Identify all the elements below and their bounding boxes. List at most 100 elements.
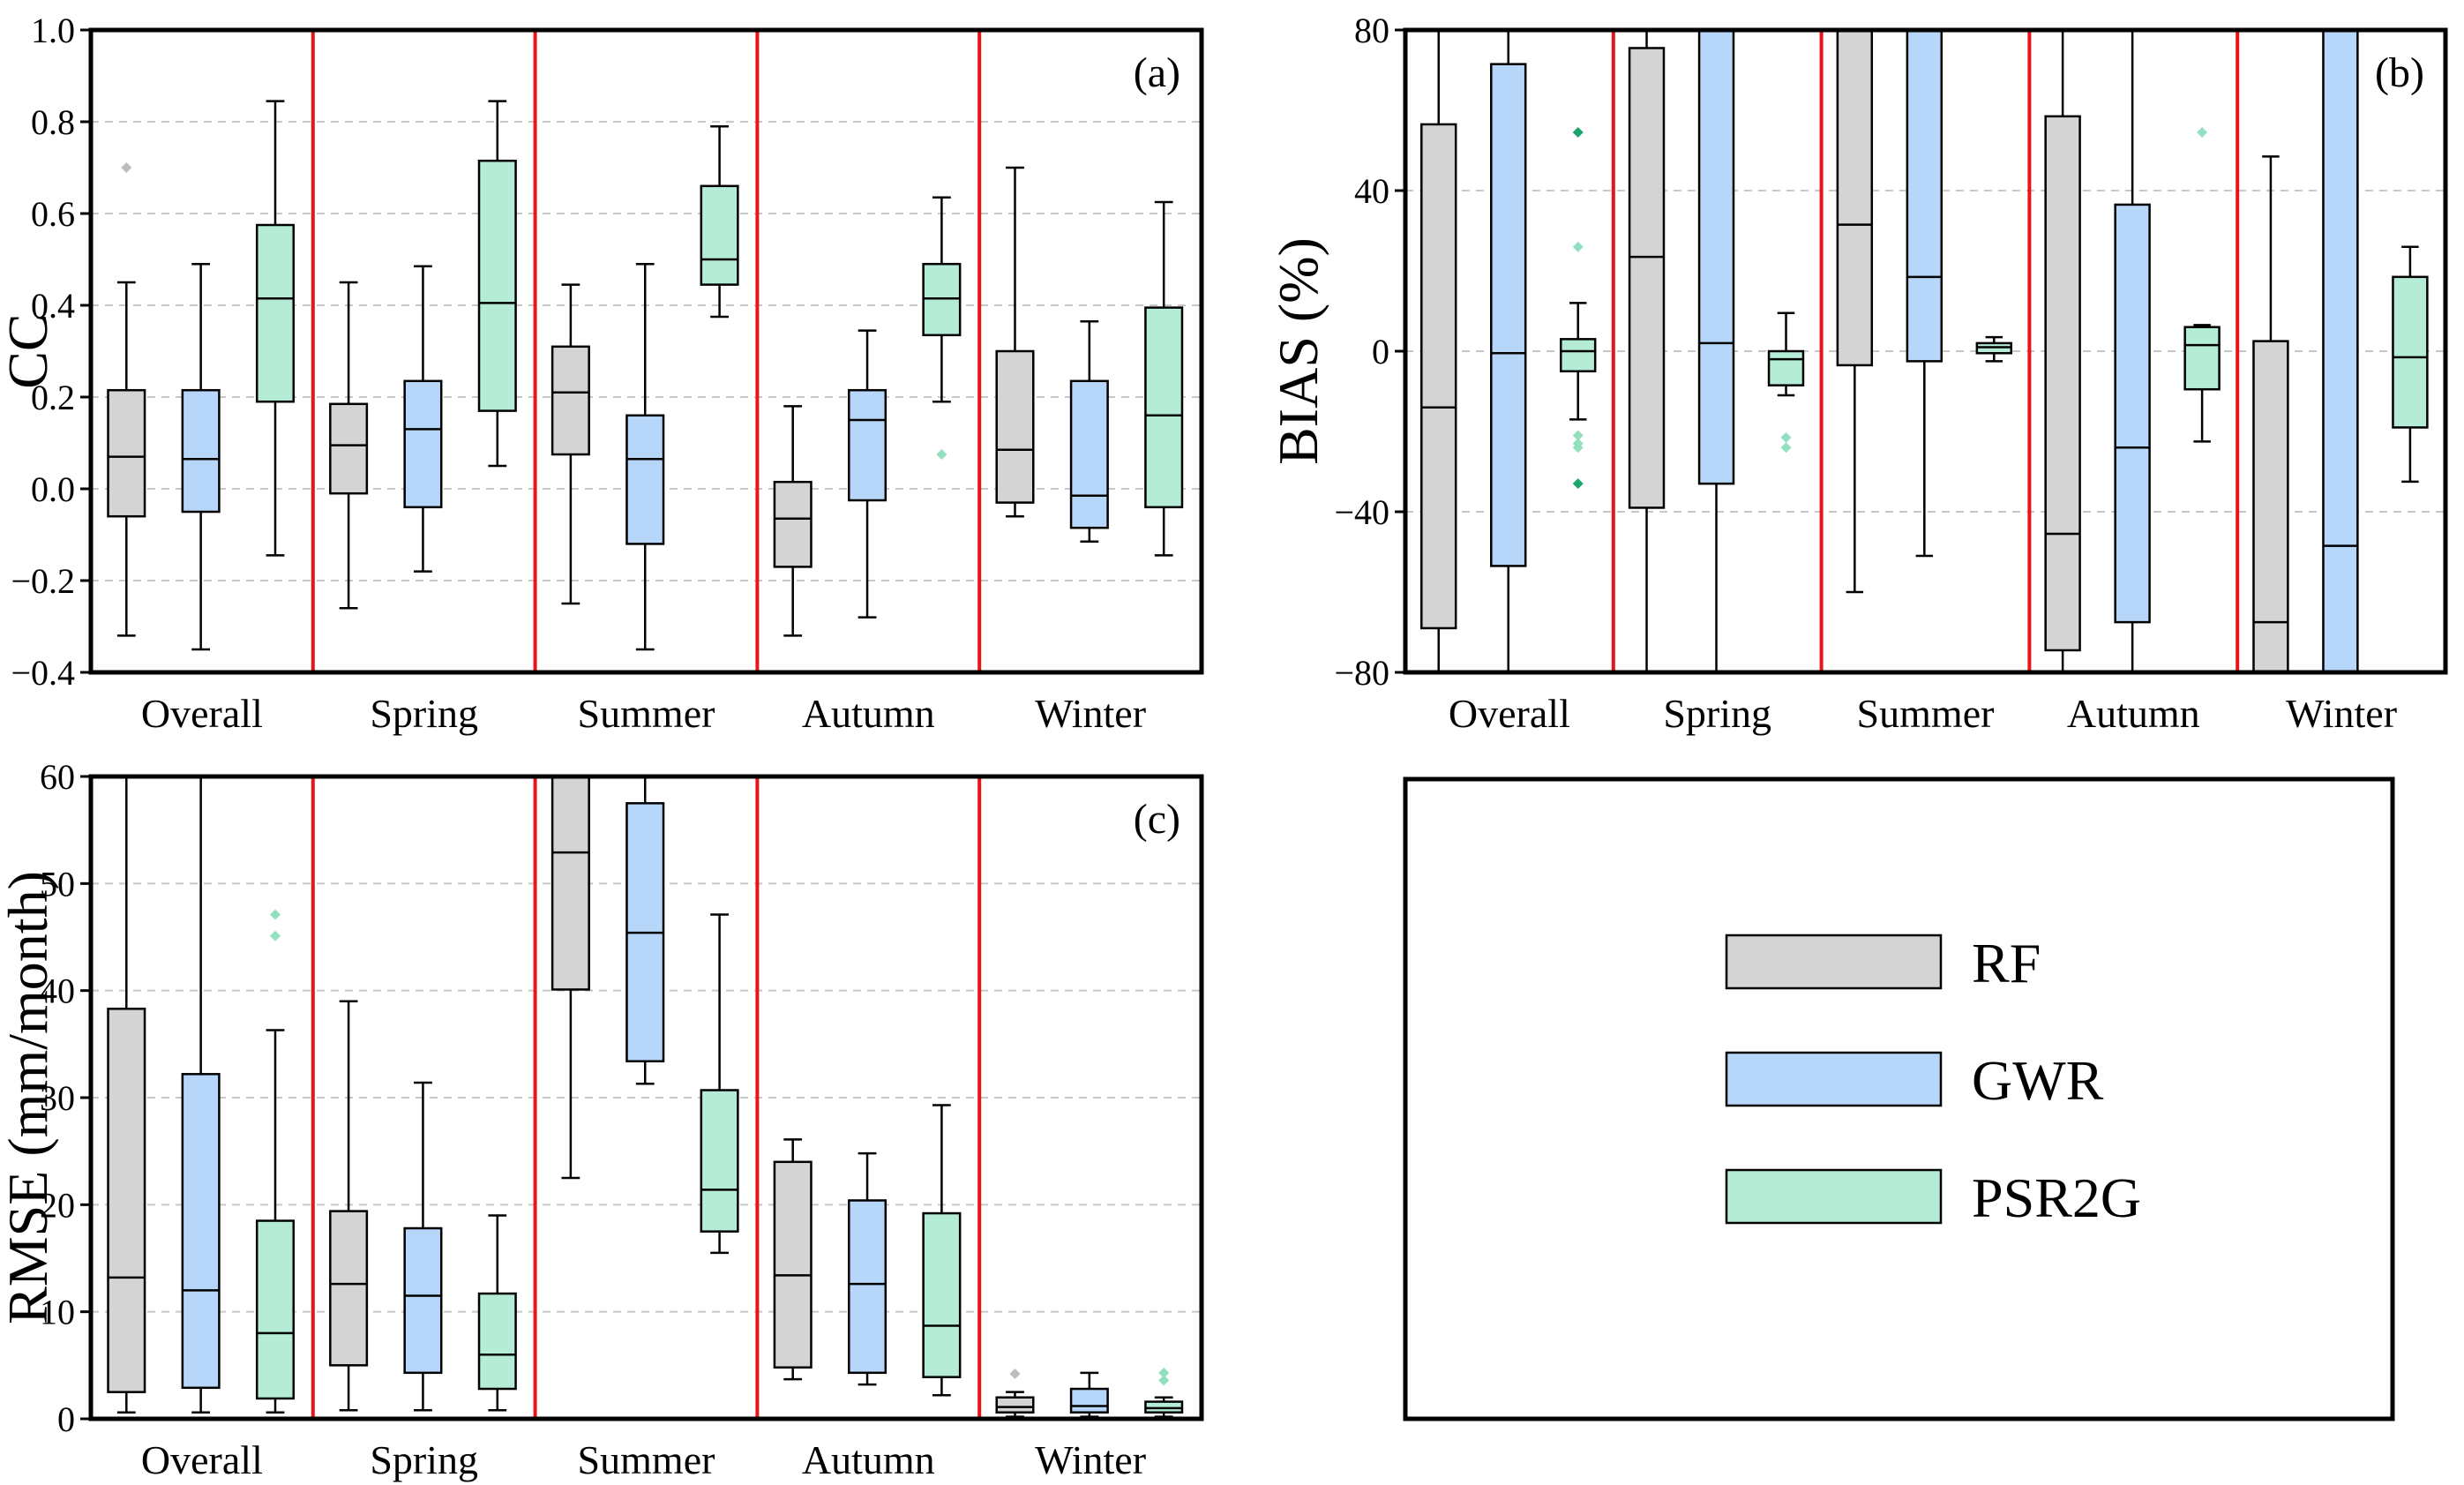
y-tick-label: 10 [40, 1293, 75, 1332]
x-category-label: Winter [1035, 691, 1146, 736]
x-category-label: Autumn [2067, 691, 2200, 736]
box-rf-spring [1628, 47, 1666, 509]
outlier-psr2g-overall [1572, 442, 1584, 454]
x-category-label: Overall [141, 691, 263, 736]
outlier-psr2g-overall [1572, 478, 1584, 490]
box-gwr-overall [181, 388, 221, 514]
x-category-label: Spring [370, 1437, 478, 1482]
box-gwr-spring [1697, 28, 1735, 485]
y-tick-label: 40 [1354, 171, 1389, 211]
box-rf-autumn [773, 1160, 813, 1369]
y-tick-label: 0.6 [31, 194, 75, 234]
box-rf-spring [329, 1210, 369, 1367]
x-category-label: Winter [1035, 1437, 1146, 1482]
x-category-label: Overall [1449, 691, 1570, 736]
y-axis-label: RMSE (mm/month) [0, 871, 59, 1324]
box-psr2g-autumn [2183, 326, 2221, 391]
box-rf-winter [995, 349, 1035, 504]
y-tick-label: 0.2 [31, 378, 75, 417]
y-tick-label: 50 [40, 864, 75, 904]
box-gwr-autumn [848, 388, 887, 502]
box-rf-summer [1836, 28, 1874, 367]
legend-swatch-gwr [1725, 1051, 1943, 1107]
box-rf-overall [1420, 123, 1457, 630]
legend-label-rf: RF [1972, 932, 2041, 994]
box-psr2g-summer [700, 1089, 739, 1233]
x-category-label: Spring [1663, 691, 1771, 736]
panel-label: (a) [1134, 49, 1180, 96]
y-tick-label: 0 [57, 1399, 75, 1439]
legend-swatch-psr2g [1725, 1168, 1943, 1225]
x-category-label: Summer [578, 691, 715, 736]
outlier-rf-winter [1009, 1369, 1021, 1380]
y-tick-label: 1.0 [31, 11, 75, 50]
box-psr2g-spring [477, 1292, 517, 1391]
box-gwr-winter [1069, 379, 1109, 529]
outlier-psr2g-overall [269, 909, 281, 920]
y-tick-label: −40 [1334, 492, 1389, 532]
y-tick-label: 0.8 [31, 102, 75, 142]
box-psr2g-autumn [922, 262, 962, 337]
box-gwr-summer [625, 414, 665, 545]
box-psr2g-overall [255, 1219, 296, 1400]
box-psr2g-spring [477, 159, 517, 412]
y-tick-label: −80 [1334, 653, 1389, 693]
y-tick-label: 30 [40, 1078, 75, 1118]
box-rf-overall [107, 388, 146, 518]
outlier-rf-overall [121, 162, 132, 173]
y-axis-label: CC [0, 313, 59, 388]
x-category-label: Autumn [802, 1437, 935, 1482]
box-psr2g-winter [1144, 306, 1184, 509]
box-gwr-winter [1069, 1387, 1109, 1414]
legend: RF GWR PSR2G [1403, 776, 2395, 1421]
outlier-psr2g-overall [1572, 241, 1584, 252]
box-gwr-spring [403, 379, 443, 509]
plot-frame [88, 27, 1204, 675]
box-psr2g-overall [1560, 338, 1597, 373]
box-rf-winter [995, 1396, 1035, 1414]
box-gwr-spring [403, 1226, 443, 1375]
box-rf-summer [550, 345, 590, 456]
box-psr2g-autumn [922, 1211, 962, 1378]
box-gwr-autumn [848, 1199, 887, 1375]
legend-label-gwr: GWR [1972, 1049, 2104, 1112]
y-tick-label: 60 [40, 757, 75, 797]
box-rf-spring [329, 402, 369, 495]
outlier-psr2g-overall [1572, 430, 1584, 441]
y-tick-label: −0.2 [11, 561, 75, 601]
y-axis-label: BIAS (%) [1267, 237, 1329, 465]
y-tick-label: 0 [1372, 332, 1389, 371]
box-gwr-overall [1490, 63, 1527, 567]
outlier-psr2g-winter [1158, 1367, 1170, 1378]
panel-label: (c) [1134, 796, 1180, 843]
box-gwr-overall [181, 1073, 221, 1390]
box-psr2g-winter [2392, 275, 2429, 429]
y-tick-label: 40 [40, 971, 75, 1011]
outlier-psr2g-winter [1158, 1375, 1170, 1386]
outlier-psr2g-spring [1780, 442, 1792, 454]
outlier-psr2g-spring [1780, 431, 1792, 443]
box-rf-autumn [773, 480, 813, 568]
x-category-label: Autumn [802, 691, 935, 736]
box-psr2g-summer [700, 184, 739, 286]
box-gwr-winter [2322, 28, 2359, 674]
x-category-label: Winter [2286, 691, 2397, 736]
panel-label: (b) [2375, 49, 2424, 96]
x-category-label: Summer [1857, 691, 1995, 736]
outlier-psr2g-overall [1572, 127, 1584, 139]
x-category-label: Spring [370, 691, 478, 736]
y-tick-label: 0.4 [31, 286, 75, 326]
outlier-psr2g-overall [269, 930, 281, 941]
box-rf-autumn [2044, 115, 2081, 652]
box-rf-overall [107, 1008, 146, 1393]
y-tick-label: 20 [40, 1185, 75, 1225]
box-gwr-summer [1906, 28, 1943, 363]
y-tick-label: 80 [1354, 11, 1389, 50]
box-rf-summer [550, 775, 590, 991]
y-tick-label: −0.4 [11, 653, 75, 693]
y-tick-label: 0.0 [31, 469, 75, 509]
